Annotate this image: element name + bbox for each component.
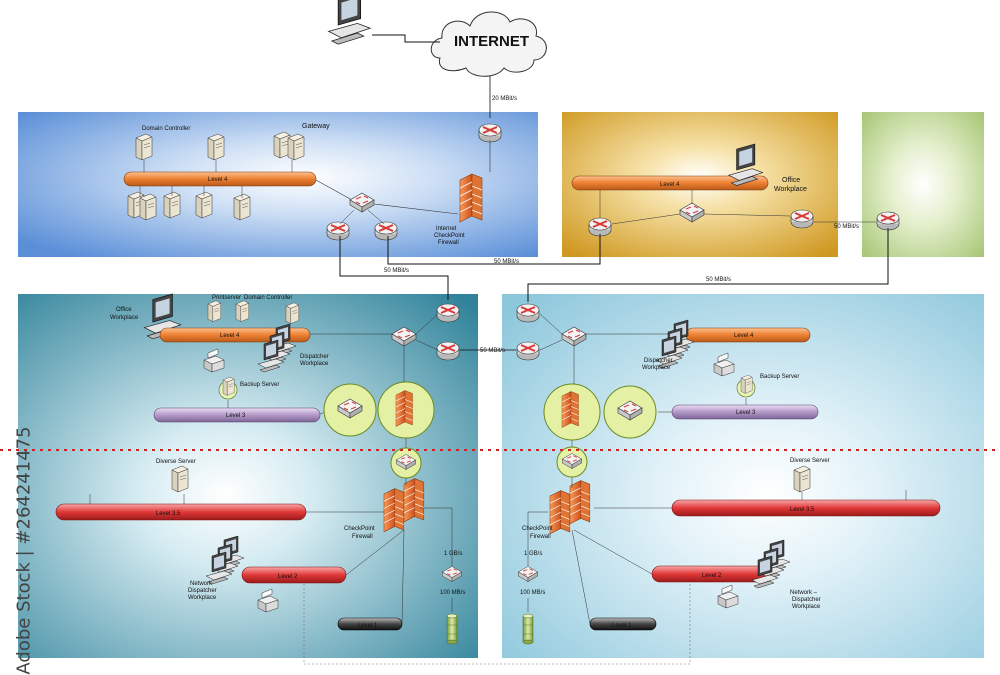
right-router-top bbox=[516, 303, 540, 323]
wan-link-speed-middle: 50 MBit/s bbox=[494, 259, 519, 265]
left-firewall-label-1: CheckPoint bbox=[344, 526, 375, 532]
branch-level4-label: Level 4 bbox=[660, 182, 680, 188]
watermark: Adobe Stock | #264241475 bbox=[13, 426, 35, 675]
wan-link-speed-right: 50 MBit/s bbox=[706, 277, 731, 283]
right-firewall-label-2: Firewall bbox=[530, 534, 551, 540]
branch-router-right bbox=[790, 209, 814, 229]
left-network-label-2: Dispatcher bbox=[188, 588, 217, 594]
right-dispatcher-label-2: Workplace bbox=[642, 365, 671, 371]
right-level1-label: Level 1 bbox=[612, 623, 632, 629]
right-backup-server bbox=[740, 375, 753, 394]
left-level35-label: Level 3.5 bbox=[156, 511, 181, 517]
left-level3-label: Level 3 bbox=[226, 413, 246, 419]
right-checkpoint-firewall-1 bbox=[549, 490, 571, 535]
left-checkpoint-firewall-2 bbox=[403, 478, 425, 523]
branch-level4-bus bbox=[571, 175, 769, 191]
right-diverse-server-label: Diverse Server bbox=[790, 458, 830, 464]
left-speed-gb: 1 GB/s bbox=[444, 551, 462, 557]
left-domain-controller-label: Domain Controller bbox=[244, 295, 292, 301]
left-level35-bus bbox=[55, 503, 307, 521]
hq-firewall-label-1: Internet bbox=[436, 226, 457, 232]
internet-label: INTERNET bbox=[454, 33, 529, 50]
hq-router-left bbox=[326, 221, 350, 241]
hq-gateway-server-1 bbox=[273, 131, 291, 159]
right-storage bbox=[522, 613, 534, 645]
right-network-label-3: Workplace bbox=[792, 604, 821, 610]
branch-office-label-2: Workplace bbox=[774, 186, 807, 193]
left-diverse-server-label: Diverse Server bbox=[156, 459, 196, 465]
left-level3-bus bbox=[153, 407, 321, 423]
right-level2-label: Level 2 bbox=[702, 573, 722, 579]
right-backup-label: Backup Server bbox=[760, 374, 799, 380]
right-level3-firewall bbox=[561, 391, 579, 428]
right-site-panel bbox=[502, 294, 984, 658]
left-backup-server bbox=[222, 377, 235, 396]
right-level3-label: Level 3 bbox=[736, 410, 756, 416]
left-level1-label: Level 1 bbox=[358, 623, 378, 629]
right-level4-label: Level 4 bbox=[734, 333, 754, 339]
left-office-label-1: Office bbox=[116, 307, 132, 313]
branch-router-left bbox=[588, 217, 612, 237]
left-printserver-label: Printserver bbox=[212, 295, 241, 301]
remote-router bbox=[876, 211, 900, 231]
hq-firewall-label-3: Firewall bbox=[438, 240, 459, 246]
left-printserver bbox=[207, 300, 222, 322]
internet-client-pc bbox=[327, 0, 372, 46]
hq-server-1 bbox=[135, 133, 153, 161]
left-level4-label: Level 4 bbox=[220, 333, 240, 339]
left-domain-controller bbox=[235, 300, 250, 322]
site-link-speed: 50 MBit/s bbox=[480, 348, 505, 354]
hq-firewall-label-2: CheckPoint bbox=[434, 233, 465, 239]
left-network-label-1: Network bbox=[190, 581, 213, 587]
hq-gateway-label: Gateway bbox=[302, 123, 330, 130]
hq-checkpoint-firewall bbox=[459, 173, 483, 223]
hq-gateway-server-2 bbox=[287, 133, 305, 161]
left-firewall-label-2: Firewall bbox=[352, 534, 373, 540]
hq-internet-router bbox=[478, 123, 502, 143]
wan-link-speed-left: 50 MBit/s bbox=[384, 268, 409, 274]
internet-uplink-speed: 20 MBit/s bbox=[492, 96, 517, 102]
hq-router-right bbox=[374, 221, 398, 241]
hq-level4-label: Level 4 bbox=[208, 177, 228, 183]
right-network-label-2: Dispatcher bbox=[792, 597, 821, 603]
right-firewall-label-1: CheckPoint bbox=[522, 526, 553, 532]
hq-level4-bus bbox=[123, 171, 317, 187]
left-storage bbox=[446, 613, 458, 645]
left-checkpoint-firewall-1 bbox=[383, 488, 405, 533]
right-speed-gb: 1 GB/s bbox=[524, 551, 542, 557]
right-dispatcher-label-1: Dispatcher bbox=[644, 358, 673, 364]
branch-office-label-1: Office bbox=[782, 177, 800, 184]
left-dispatcher-label-1: Dispatcher bbox=[300, 354, 329, 360]
left-level2-label: Level 2 bbox=[278, 574, 298, 580]
left-diverse-server bbox=[171, 465, 189, 493]
internet-cloud: INTERNET bbox=[430, 11, 547, 77]
hq-server-2 bbox=[207, 133, 225, 161]
right-diverse-server bbox=[793, 465, 811, 493]
hq-domain-controller-label: Domain Controller bbox=[142, 126, 190, 132]
right-speed-mb: 100 MB/s bbox=[520, 590, 545, 596]
left-level3-firewall bbox=[395, 390, 413, 427]
right-level35-label: Level 3.5 bbox=[790, 507, 815, 513]
left-router-top bbox=[436, 303, 460, 323]
left-office-label-2: Workplace bbox=[110, 315, 139, 321]
left-network-label-3: Workplace bbox=[188, 595, 217, 601]
right-network-label-1: Network – bbox=[790, 590, 818, 596]
left-dispatcher-label-2: Workplace bbox=[300, 361, 329, 367]
right-checkpoint-firewall-2 bbox=[569, 480, 591, 525]
remote-site-panel bbox=[862, 112, 984, 257]
left-router-bottom bbox=[436, 341, 460, 361]
remote-link-speed: 50 MBit/s bbox=[834, 224, 859, 230]
hq-server-rack-2 bbox=[139, 193, 157, 221]
left-server-extra bbox=[285, 302, 299, 324]
left-speed-mb: 100 MB/s bbox=[440, 590, 465, 596]
left-backup-label: Backup Server bbox=[240, 382, 279, 388]
right-router-bottom bbox=[516, 341, 540, 361]
